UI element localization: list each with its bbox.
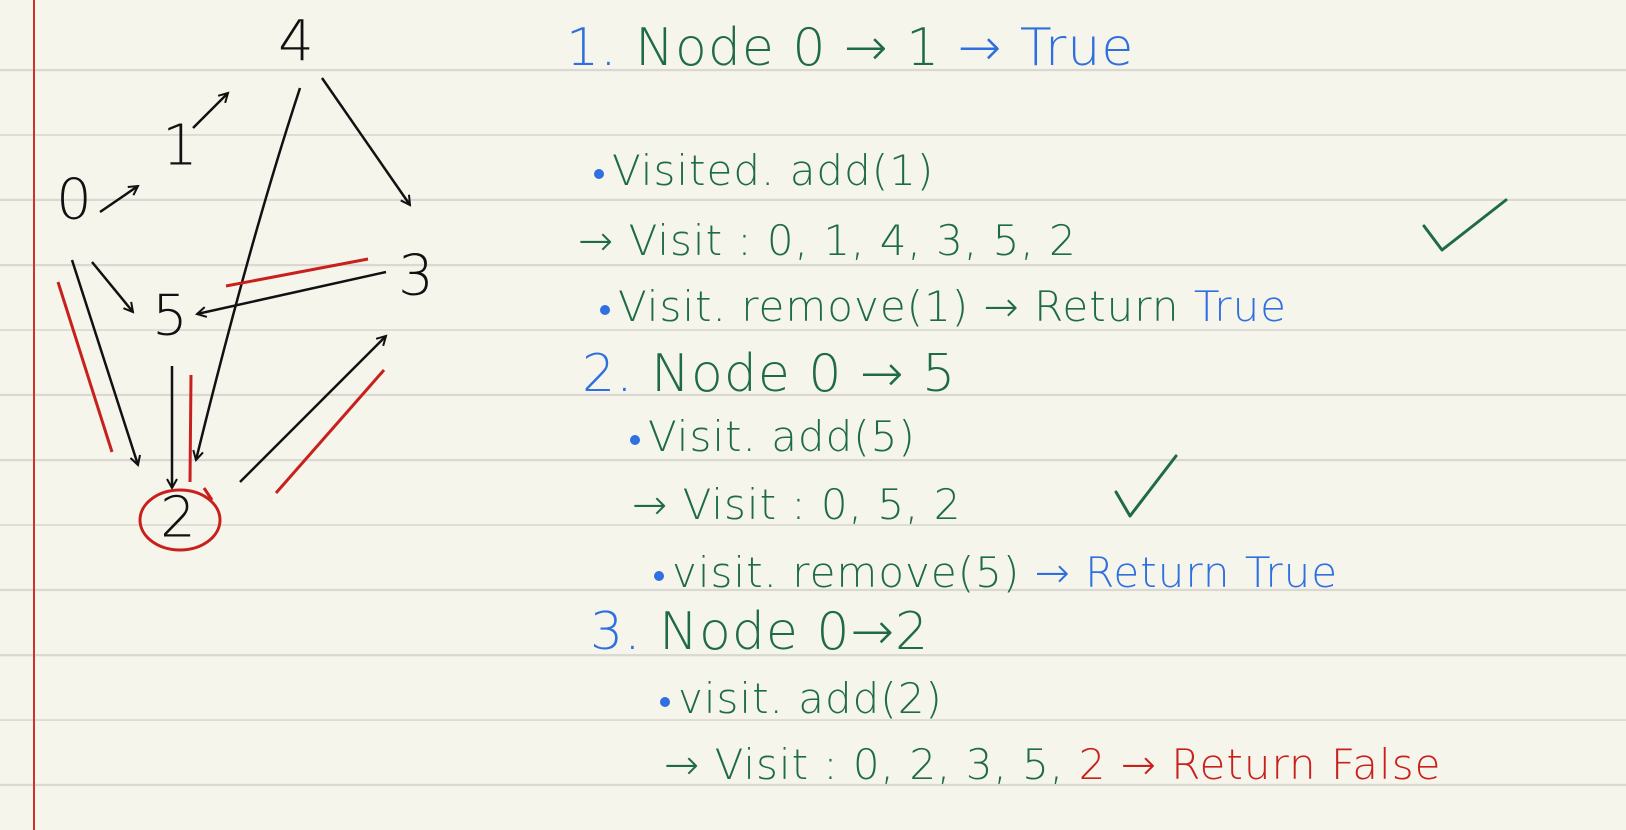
node-4: 4: [278, 10, 314, 75]
step2-remove-text: visit. remove(5): [672, 548, 1021, 597]
highlight-edge-3-5: [225, 257, 369, 288]
step3-add: visit. add(2): [660, 678, 943, 720]
edge-0-1: [99, 186, 138, 214]
node-2: 2: [160, 486, 196, 551]
step3-heading: 3. Node 0→2: [590, 606, 929, 658]
step2-visit: → Visit : 0, 5, 2: [632, 484, 961, 526]
margin-line: [33, 0, 35, 830]
step1-visit-text: Visit : 0, 1, 4, 3, 5, 2: [628, 216, 1077, 265]
graph-diagram: 0 1 2 3 4 5: [56, 10, 434, 552]
step1-add: Visited. add(1): [594, 150, 934, 192]
highlight-node-2-circle: [138, 488, 222, 552]
step1-visit-arrow: →: [578, 216, 615, 265]
node-1: 1: [162, 114, 198, 179]
step2-heading: 2. Node 0 → 5: [582, 348, 956, 400]
step3-visit-last: 2: [1078, 740, 1107, 789]
step2-add: Visit. add(5): [630, 416, 916, 458]
step3-result: → Return False: [1120, 740, 1442, 789]
node-3: 3: [398, 244, 434, 309]
edge-4-3: [320, 77, 410, 205]
step2-add-text: Visit. add(5): [648, 412, 916, 461]
step1-arrow2: →: [957, 18, 1003, 78]
checkmark-icon: [1114, 454, 1178, 518]
step2-remove-tail: → Return True: [1034, 548, 1339, 597]
edge-1-4: [192, 93, 228, 129]
edge-4-2: [196, 87, 302, 460]
step2-visit-arrow: →: [632, 480, 669, 529]
step2-title: Node 0 → 5: [651, 344, 957, 404]
step3-add-text: visit. add(2): [678, 674, 943, 723]
node-0: 0: [56, 168, 92, 233]
edge-0-5: [91, 261, 133, 312]
bullet-dot: [660, 696, 670, 707]
step2-visit-text: Visit : 0, 5, 2: [682, 480, 962, 529]
highlight-edge-5-2: [188, 374, 193, 483]
step3-visit-arrow: →: [664, 740, 701, 789]
bullet-dot: [600, 304, 610, 315]
step1-number: 1.: [566, 18, 618, 78]
edge-2-3: [239, 336, 386, 483]
step1-remove-text: Visit. remove(1) → Return: [618, 282, 1180, 331]
step3-visit: → Visit : 0, 2, 3, 5, 2 → Return False: [664, 744, 1441, 786]
highlight-tick: [202, 487, 214, 501]
step1-add-text: Visited. add(1): [612, 146, 935, 195]
step1-arrow1: →: [844, 18, 889, 78]
step3-visit-text: Visit : 0, 2, 3, 5,: [714, 740, 1065, 789]
step1-heading: 1. Node 0 → 1 → True: [566, 22, 1134, 74]
step3-number: 3.: [590, 602, 642, 662]
highlight-edge-2-3: [274, 369, 386, 494]
step1-remove: Visit. remove(1) → Return True: [600, 286, 1287, 328]
highlight-edge-0-2: [56, 281, 114, 453]
step1-result: True: [1019, 18, 1135, 78]
node-5: 5: [152, 284, 188, 349]
step1-title: Node 0: [635, 18, 827, 78]
edge-3-5: [197, 270, 387, 314]
checkmark-icon: [1422, 198, 1508, 252]
step3-title: Node 0→2: [659, 602, 930, 662]
step1-target: 1: [906, 18, 941, 78]
step1-visit: → Visit : 0, 1, 4, 3, 5, 2: [578, 220, 1077, 262]
step2-number: 2.: [582, 344, 634, 404]
step1-remove-result: True: [1193, 282, 1288, 331]
edge-0-2: [70, 259, 138, 465]
step2-remove: visit. remove(5) → Return True: [654, 552, 1338, 594]
bullet-dot: [654, 570, 664, 581]
bullet-dot: [630, 434, 640, 445]
bullet-dot: [594, 168, 604, 179]
